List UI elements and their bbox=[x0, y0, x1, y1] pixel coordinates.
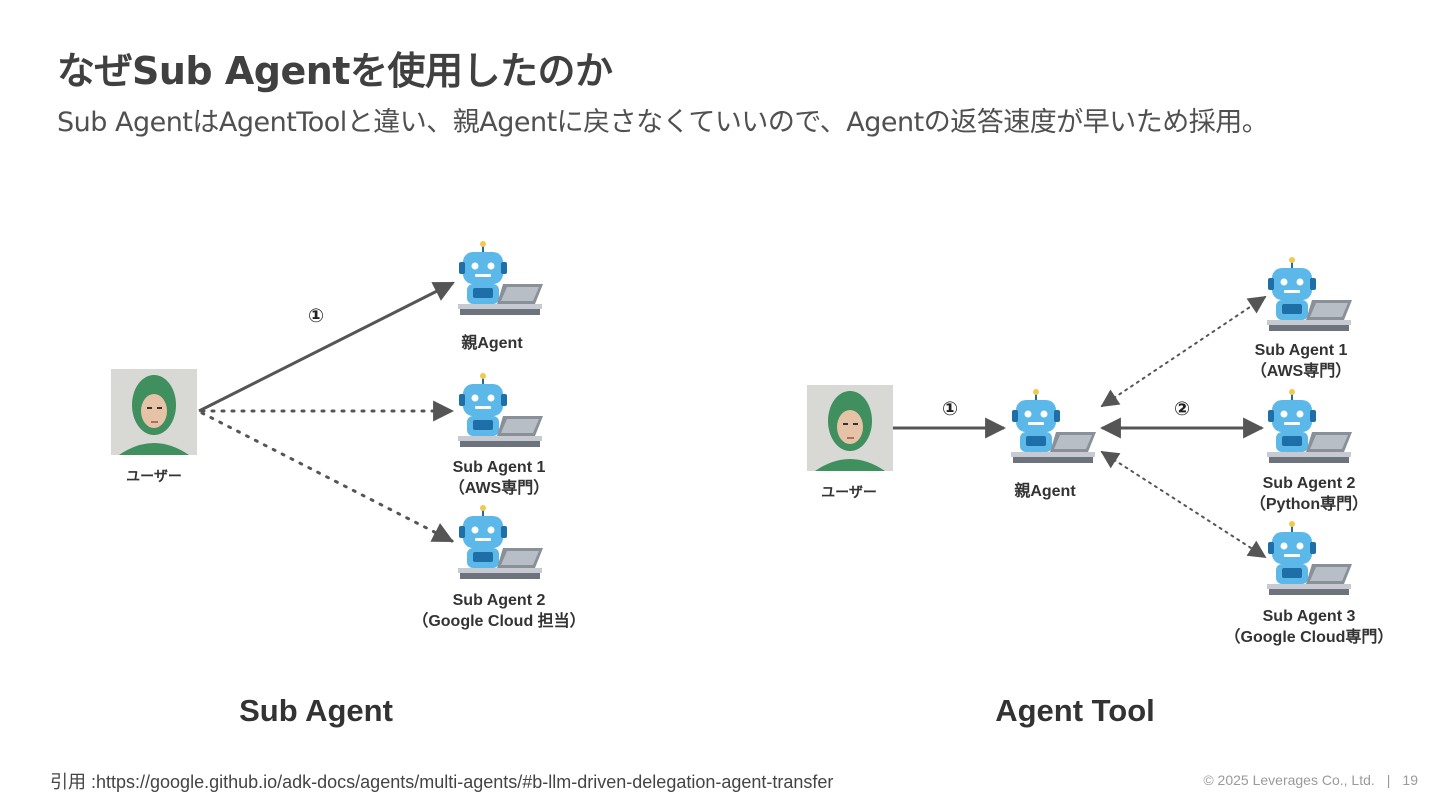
section-title-sub-agent: Sub Agent bbox=[239, 693, 393, 728]
footer-divider: | bbox=[1386, 772, 1391, 788]
arrow-user-to-parent bbox=[198, 281, 455, 413]
section-title-agent-tool: Agent Tool bbox=[995, 693, 1155, 728]
parent-agent-label: 親Agent bbox=[461, 335, 523, 352]
tool-agent1-role: （AWS専門） bbox=[1250, 363, 1352, 380]
arrow-parent-to-tool3 bbox=[1100, 451, 1267, 558]
tool-agent2-name: Sub Agent 2 bbox=[1262, 475, 1356, 492]
robot-icon bbox=[455, 372, 545, 456]
arrow-user-to-subagent2 bbox=[200, 411, 454, 543]
page-subtitle: Sub AgentはAgentToolと違い、親Agentに戻さなくていいので、… bbox=[57, 107, 1269, 138]
copyright: © 2025 Leverages Co., Ltd. bbox=[1203, 772, 1375, 788]
tool-agent3-name: Sub Agent 3 bbox=[1262, 608, 1356, 625]
user-label: ユーザー bbox=[126, 468, 182, 484]
robot-icon bbox=[455, 240, 545, 324]
page-title: なぜSub Agentを使用したのか bbox=[57, 49, 613, 93]
tool-agent1-label: Sub Agent 1 （AWS専門） bbox=[1251, 340, 1351, 382]
user-label: ユーザー bbox=[821, 484, 877, 500]
step-1-marker: ① bbox=[941, 398, 959, 420]
tool-agent2-role: （Python専門） bbox=[1249, 496, 1369, 513]
subagent1-role: （AWS専門） bbox=[448, 480, 550, 497]
subagent1-name: Sub Agent 1 bbox=[452, 459, 546, 476]
tool-agent3-role: （Google Cloud専門） bbox=[1224, 629, 1394, 646]
tool-agent2-label: Sub Agent 2 （Python専門） bbox=[1250, 473, 1368, 515]
subagent1-label: Sub Agent 1 （AWS専門） bbox=[449, 457, 549, 499]
parent-agent-label: 親Agent bbox=[1014, 483, 1076, 500]
robot-icon bbox=[1264, 520, 1354, 604]
arrow-parent-to-tool1 bbox=[1100, 295, 1267, 408]
robot-icon bbox=[1264, 388, 1354, 472]
subagent2-label: Sub Agent 2 （Google Cloud 担当） bbox=[412, 590, 585, 632]
footer: © 2025 Leverages Co., Ltd. | 19 bbox=[1203, 772, 1418, 788]
robot-icon bbox=[1008, 388, 1098, 472]
robot-icon bbox=[455, 504, 545, 588]
user-photo bbox=[807, 385, 893, 475]
user-photo bbox=[111, 369, 197, 459]
subagent2-name: Sub Agent 2 bbox=[452, 592, 546, 609]
robot-icon bbox=[1264, 256, 1354, 340]
page-number: 19 bbox=[1402, 772, 1418, 788]
step-1-marker: ① bbox=[307, 305, 325, 327]
tool-agent1-name: Sub Agent 1 bbox=[1254, 342, 1348, 359]
step-2-marker: ② bbox=[1173, 398, 1191, 420]
subagent2-role: （Google Cloud 担当） bbox=[412, 613, 586, 630]
tool-agent3-label: Sub Agent 3 （Google Cloud専門） bbox=[1225, 606, 1394, 648]
citation-link[interactable]: 引用 :https://google.github.io/adk-docs/ag… bbox=[50, 772, 834, 792]
